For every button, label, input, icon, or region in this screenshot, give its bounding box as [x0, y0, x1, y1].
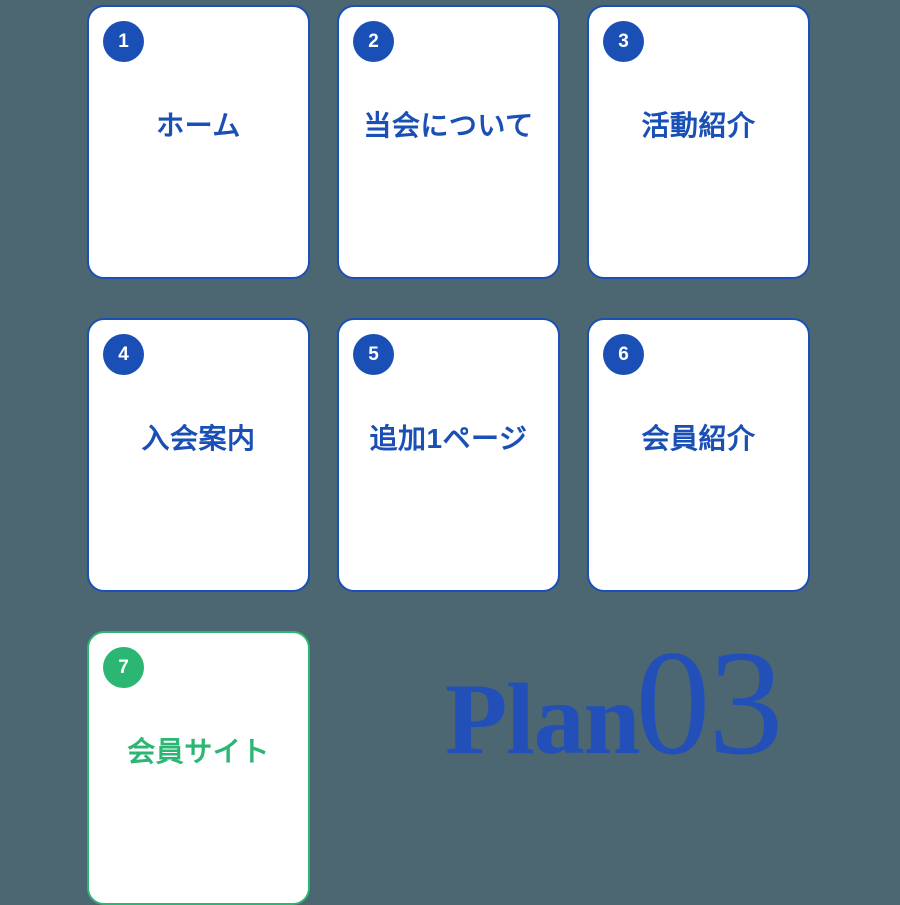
card-number-badge: 3 [603, 21, 644, 62]
card-label: 会員紹介 [641, 423, 756, 454]
card-number-badge: 2 [353, 21, 394, 62]
card-label: 当会について [363, 110, 534, 141]
plan-wordmark-number: 03 [635, 620, 783, 786]
plan-wordmark-word: Plan [445, 663, 640, 776]
card-number-badge: 1 [103, 21, 144, 62]
page-card-5[interactable]: 5 追加1ページ [337, 318, 560, 592]
card-label: 追加1ページ [369, 423, 528, 454]
page-card-6[interactable]: 6 会員紹介 [587, 318, 810, 592]
card-number-badge: 4 [103, 334, 144, 375]
card-label: ホーム [156, 110, 241, 141]
page-card-2[interactable]: 2 当会について [337, 5, 560, 279]
card-number-badge: 5 [353, 334, 394, 375]
card-number-badge: 6 [603, 334, 644, 375]
card-label: 入会案内 [141, 423, 256, 454]
page-card-7[interactable]: 7 会員サイト [87, 631, 310, 905]
card-label: 活動紹介 [641, 110, 756, 141]
card-number-badge: 7 [103, 647, 144, 688]
card-label: 会員サイト [127, 736, 270, 767]
page-card-4[interactable]: 4 入会案内 [87, 318, 310, 592]
page-card-1[interactable]: 1 ホーム [87, 5, 310, 279]
page-card-grid: 1 ホーム 2 当会について 3 活動紹介 4 入会案内 5 追加1ページ 6 … [87, 5, 813, 905]
page-card-3[interactable]: 3 活動紹介 [587, 5, 810, 279]
